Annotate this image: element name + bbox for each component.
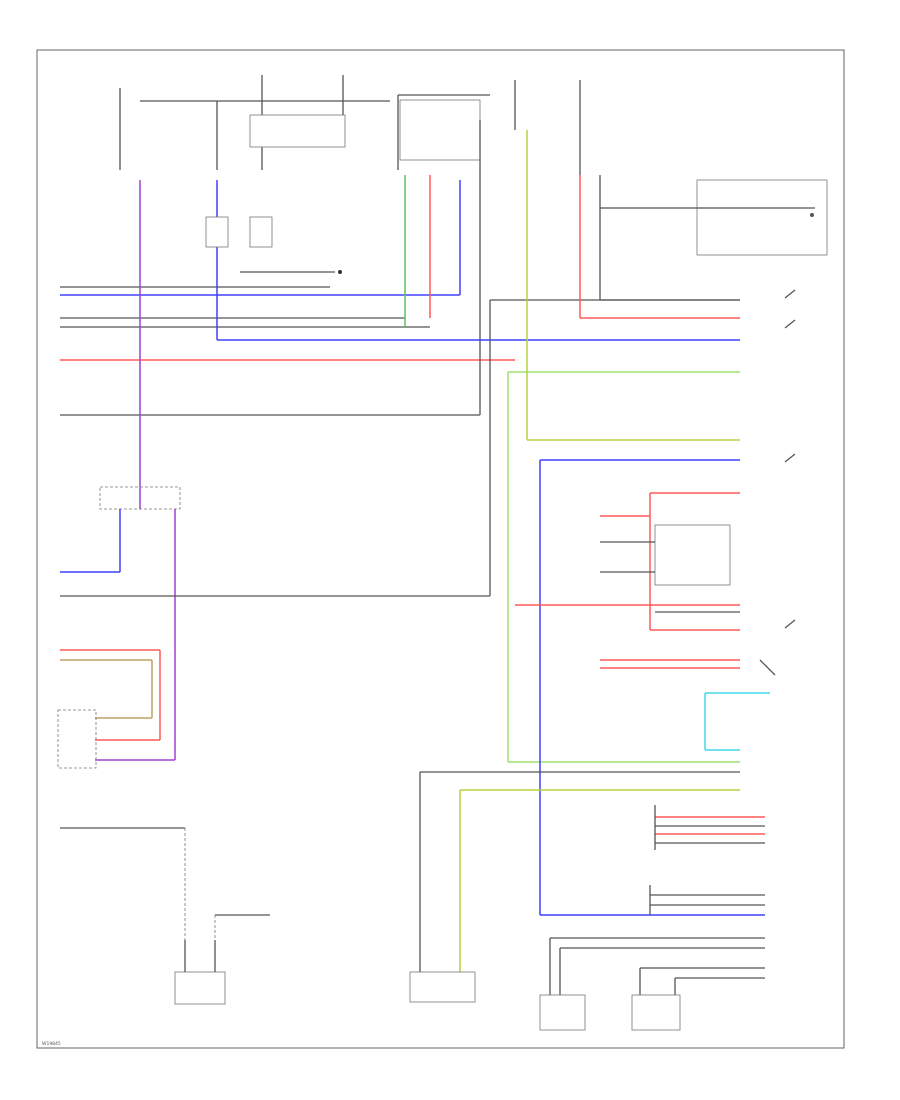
- right-lower-bundle: [419, 771, 765, 975]
- lower-left-sensor: [57, 649, 175, 769]
- bottom-right-actuators: [539, 937, 765, 1031]
- diagram-frame: [36, 49, 845, 1049]
- right-middle-area: [515, 492, 740, 669]
- right-long-wires: [507, 130, 765, 916]
- right-terminal-marks: [338, 213, 814, 676]
- bottom-center-motor: [409, 971, 476, 1003]
- right-relay-box: [579, 175, 828, 319]
- fuse-area-top: [119, 75, 581, 175]
- left-verticals: [139, 175, 740, 495]
- cyan-loop: [704, 692, 770, 751]
- page-code: W19845: [42, 1041, 61, 1047]
- bottom-left-motor: [60, 827, 270, 1005]
- middle-left-module: [60, 299, 740, 760]
- upper-left-connectors: [60, 120, 515, 416]
